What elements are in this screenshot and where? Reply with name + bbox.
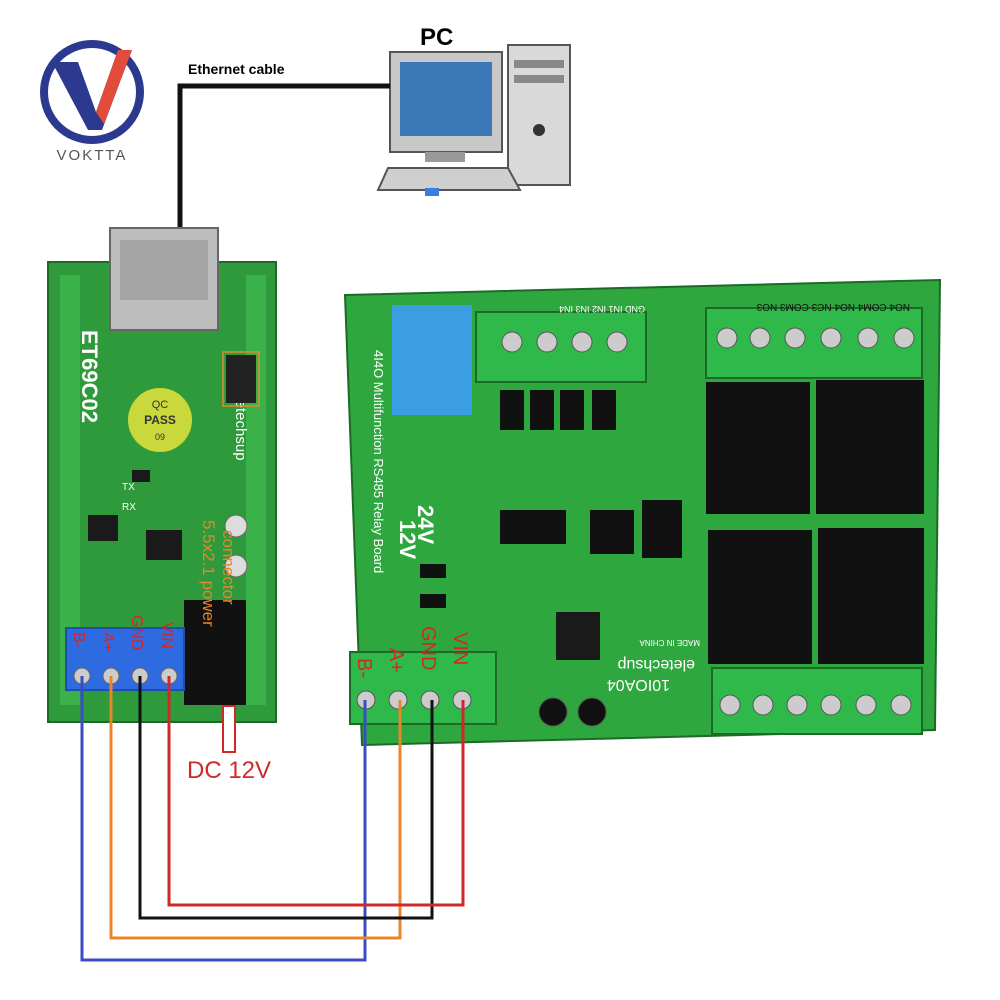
relay-terminal-b: B- — [353, 658, 375, 678]
relay-maker: eletechsup — [618, 656, 695, 673]
relay-rs485-terminal-block — [349, 651, 497, 725]
relay-terminal-vin: VIN — [449, 632, 471, 665]
pc-keyboard — [376, 167, 522, 191]
dc-power-input: DC 12V — [187, 705, 271, 784]
svg-text:PASS: PASS — [144, 413, 176, 427]
ethernet-cable-wire — [177, 83, 390, 230]
jack-label-2: connector — [219, 530, 238, 605]
top-inputs-label: GND IN1 IN2 IN3 IN4 — [559, 304, 645, 314]
rs485-wires — [80, 676, 465, 962]
relay-board: GND IN1 IN2 IN3 IN4 NO4 COM4 NO4 NC3 COM… — [343, 278, 942, 747]
dc-12v-label: DC 12V — [187, 757, 271, 784]
conv-terminal-gnd: GND — [128, 615, 145, 651]
wire-vin — [167, 676, 465, 907]
v12-label: 12V — [395, 520, 420, 559]
rx-label: RX — [122, 502, 136, 513]
dc-power-jack — [184, 600, 246, 705]
top-relays-label: NO4 COM4 NO4 NC3 COM3 NO3 — [756, 301, 910, 312]
conv-terminal-a: A+ — [99, 632, 116, 652]
wire-b-minus — [80, 676, 367, 962]
relay-model: 10IOA04 — [607, 676, 670, 693]
logo-v-accent — [96, 50, 132, 124]
relay-1 — [706, 382, 810, 514]
jack-label-1: 5.5x2.1 power — [199, 520, 218, 627]
pc-label: PC — [420, 24, 453, 51]
relay-mcu — [500, 510, 566, 544]
conv-terminal-b: B- — [70, 632, 87, 648]
made-in-label: MADE IN CHINA — [639, 638, 700, 647]
brand-name: VOKTTA — [57, 147, 128, 164]
ethernet-rs485-converter: QC PASS 09 ET69C02 eletechsup TX RX 5.5x… — [47, 227, 277, 723]
converter-model: ET69C02 — [77, 330, 102, 423]
qc-pass-sticker — [128, 388, 192, 452]
ethernet-cable-label: Ethernet cable — [188, 61, 285, 77]
relay-terminal-block-top — [705, 307, 923, 379]
pc-screen — [400, 62, 492, 136]
wire-gnd — [138, 676, 434, 920]
relay-terminal-a: A+ — [385, 648, 407, 673]
pc-computer-icon: PC — [376, 24, 571, 196]
converter-regulator — [146, 530, 182, 560]
svg-text:QC: QC — [152, 399, 169, 411]
svg-text:09: 09 — [155, 432, 165, 442]
conv-terminal-vin: VIN — [158, 622, 175, 649]
relay-3 — [708, 530, 812, 664]
voktta-logo: VOKTTA — [40, 40, 144, 164]
wire-a-plus — [109, 676, 402, 940]
v24-label: 24V — [413, 505, 438, 544]
pin-header — [226, 355, 256, 403]
relay-2 — [816, 380, 924, 514]
relay-terminal-gnd: GND — [417, 626, 439, 670]
dip-switch — [392, 305, 472, 415]
relay-4 — [818, 528, 924, 664]
relay-terminal-block-bottom — [711, 667, 923, 735]
tx-label: TX — [122, 482, 135, 493]
ethernet-cable: Ethernet cable — [177, 61, 390, 230]
dc-plug — [222, 705, 236, 753]
pc-tower — [507, 44, 571, 186]
relay-board-title: 4I4O Multifunction RS485 Relay Board — [371, 350, 386, 573]
relay-regulator — [556, 612, 600, 660]
